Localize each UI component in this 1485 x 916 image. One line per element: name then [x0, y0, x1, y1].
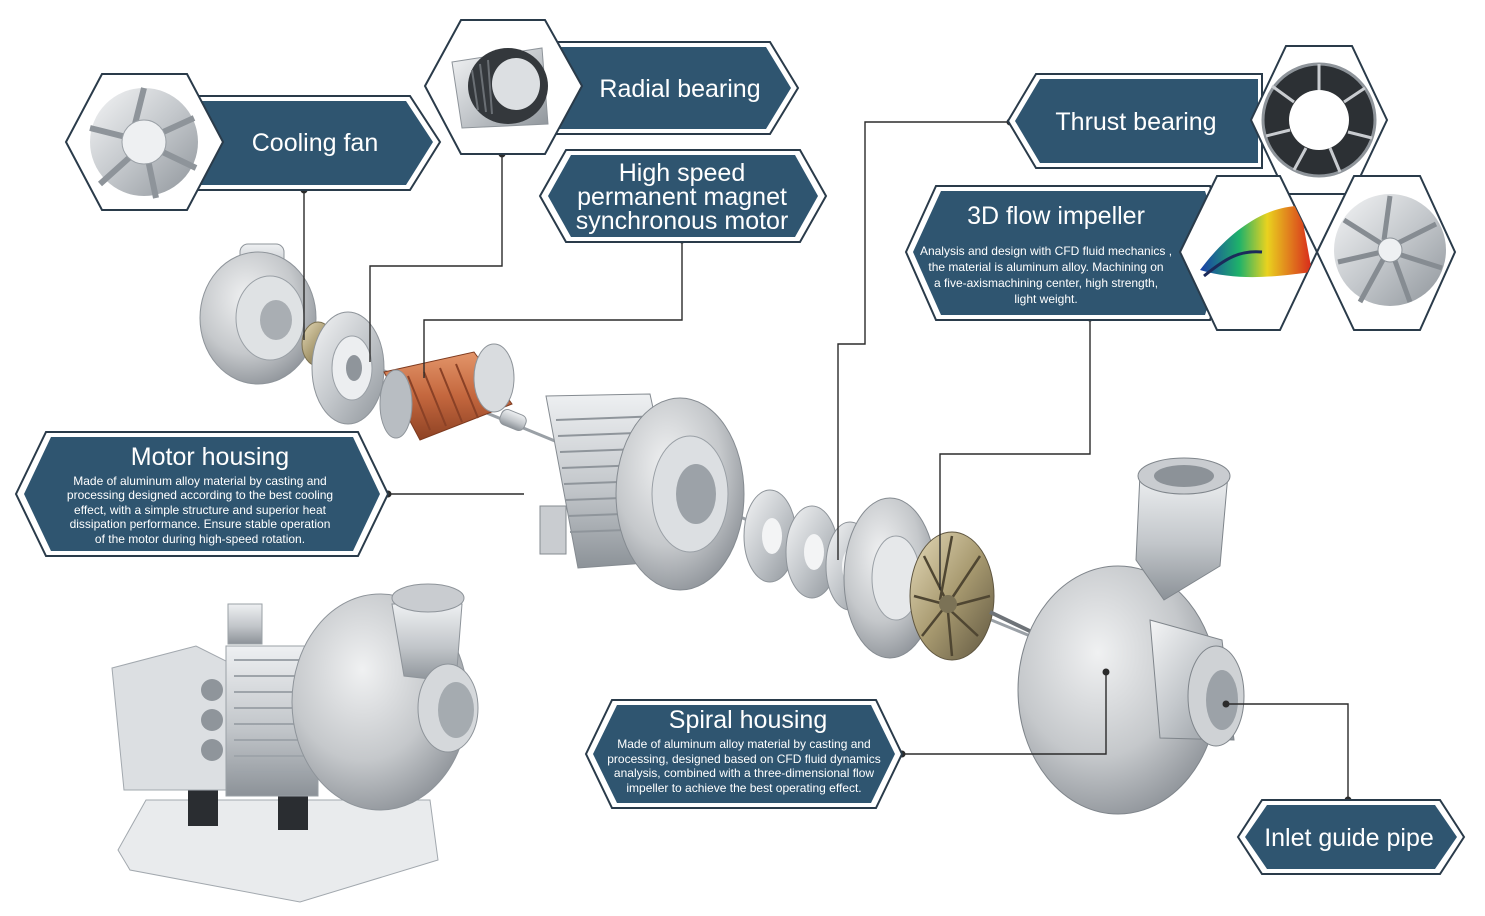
motor-housing-label: Motor housing — [131, 443, 289, 471]
spiral-housing-callout: Spiral housing Made of aluminum alloy ma… — [584, 699, 904, 809]
fan-housing-part — [199, 243, 317, 385]
thrust-bearing-callout: Thrust bearing — [1006, 45, 1389, 195]
cooling-fan-label: Cooling fan — [252, 129, 378, 157]
hs-motor-label-line2: permanent magnet — [577, 183, 787, 211]
cooling-fan-callout: Cooling fan — [64, 73, 442, 211]
impeller-desc-4: light weight. — [1014, 292, 1077, 306]
radial-bearing-label: Radial bearing — [599, 75, 760, 103]
radial-bearing-callout: Radial bearing — [423, 19, 800, 155]
thrust-bearing-thumbnail — [1261, 62, 1377, 178]
radial-bearing-thumbnail — [451, 47, 549, 129]
motor-housing-desc-3: effect, with a simple structure and supe… — [74, 503, 327, 517]
inlet-pipe-label: Inlet guide pipe — [1264, 824, 1434, 852]
exploded-assembly — [199, 243, 1245, 815]
hs-motor-callout: High speed permanent magnet synchronous … — [538, 149, 828, 243]
motor-housing-callout: Motor housing Made of aluminum alloy mat… — [14, 431, 390, 557]
spiral-housing-part — [1017, 457, 1245, 815]
inlet-pipe-callout: Inlet guide pipe — [1236, 799, 1466, 875]
cooling-fan-thumbnail — [89, 87, 198, 199]
assembled-blower-image — [111, 583, 479, 903]
spiral-housing-label: Spiral housing — [669, 706, 827, 734]
hs-motor-label-line1: High speed — [619, 159, 745, 187]
impeller-desc-1: Analysis and design with CFD fluid mecha… — [920, 244, 1172, 258]
impeller-desc-2: the material is aluminum alloy. Machinin… — [928, 260, 1163, 274]
hs-motor-label-line3: synchronous motor — [576, 207, 789, 235]
motor-housing-desc-2: processing designed according to the bes… — [67, 488, 333, 502]
motor-housing-part — [539, 393, 745, 591]
spiral-housing-desc-1: Made of aluminum alloy material by casti… — [617, 737, 870, 751]
impeller-part — [909, 531, 1037, 661]
motor-housing-desc-1: Made of aluminum alloy material by casti… — [73, 474, 326, 488]
impeller-callout: 3D flow impeller Analysis and design wit… — [904, 175, 1457, 331]
impeller-label: 3D flow impeller — [967, 202, 1145, 230]
spiral-housing-desc-3: analysis, combined with a three-dimensio… — [614, 766, 874, 780]
impeller-thumbnail — [1334, 194, 1446, 306]
impeller-desc-3: a five-axismachining center, high streng… — [934, 276, 1158, 290]
radial-bearing-part — [311, 311, 385, 425]
thrust-bearing-label: Thrust bearing — [1055, 108, 1216, 136]
motor-housing-desc-4: dissipation performance. Ensure stable o… — [70, 517, 331, 531]
spiral-housing-desc-4: impeller to achieve the best operating e… — [626, 781, 861, 795]
spiral-housing-desc-2: processing, designed based on CFD fluid … — [607, 752, 880, 766]
cfd-simulation-thumbnail — [1200, 206, 1312, 278]
rotor-part — [379, 343, 527, 441]
motor-housing-desc-5: of the motor during high-speed rotation. — [95, 532, 305, 546]
